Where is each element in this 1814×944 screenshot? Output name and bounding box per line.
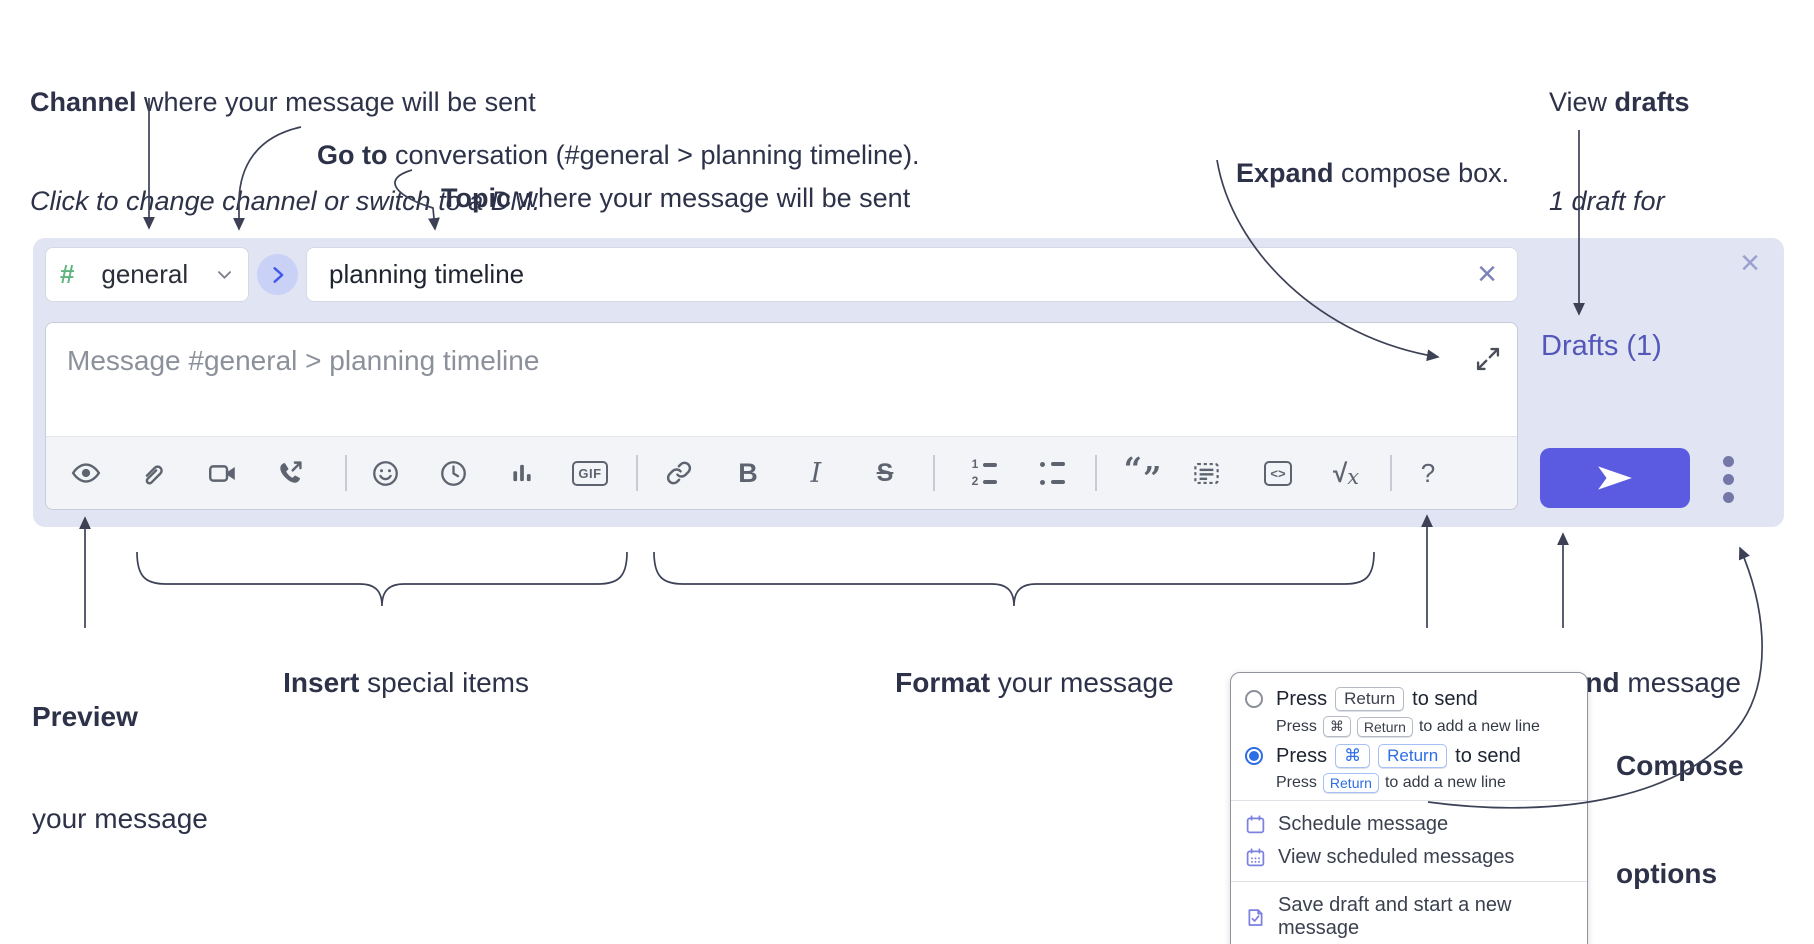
- drafts-callout-line2: 1 draft for: [1549, 186, 1665, 216]
- gif-icon: GIF: [572, 460, 608, 486]
- return-key: Return: [1335, 687, 1405, 711]
- toolbar-separator: [636, 455, 638, 491]
- math-button[interactable]: √x: [1324, 444, 1368, 502]
- preview-callout: Preview your message: [32, 701, 208, 834]
- message-box: Message #general > planning timeline: [45, 322, 1518, 510]
- toolbar-separator: [933, 455, 935, 491]
- toolbar-separator: [1095, 455, 1097, 491]
- preview-button[interactable]: [64, 444, 108, 502]
- drafts-callout-line1: View drafts: [1549, 87, 1690, 117]
- goto-callout: Go to conversation (#general > planning …: [317, 140, 920, 170]
- topic-input[interactable]: [306, 247, 1518, 302]
- menu-divider: [1231, 800, 1587, 801]
- channel-name: general: [101, 259, 189, 289]
- formatting-help-button[interactable]: ?: [1406, 444, 1450, 502]
- math-icon: √x: [1332, 457, 1360, 489]
- code-icon: <>: [1264, 460, 1292, 486]
- bold-button[interactable]: B: [726, 444, 770, 502]
- smiley-icon: [372, 460, 398, 486]
- menu-item-save-draft-new-message[interactable]: Save draft and start a new message: [1245, 889, 1573, 944]
- menu-item-schedule-message[interactable]: Schedule message: [1245, 808, 1573, 841]
- cmd-key: ⌘: [1322, 716, 1351, 737]
- go-to-conversation-button[interactable]: [257, 254, 298, 295]
- quote-icon: “”: [1123, 449, 1162, 497]
- eye-icon: [71, 463, 101, 483]
- spoiler-icon: [1193, 462, 1219, 484]
- menu-option-cmd-return-subtext: Press Return to add a new line: [1276, 773, 1506, 793]
- radio-selected[interactable]: [1245, 747, 1263, 765]
- expand-compose-button[interactable]: [1473, 345, 1503, 375]
- chevron-down-icon: [218, 271, 231, 279]
- bold-icon: B: [738, 457, 758, 488]
- video-camera-icon: [208, 464, 235, 482]
- link-button[interactable]: [657, 444, 701, 502]
- send-icon: [1598, 466, 1632, 490]
- attach-file-button[interactable]: [129, 444, 173, 502]
- add-poll-button[interactable]: [500, 444, 544, 502]
- draft-document-icon: [1248, 908, 1263, 926]
- compose-toolbar: GIF B I S: [46, 436, 1517, 509]
- question-mark-icon: ?: [1420, 457, 1436, 488]
- format-callout: Format your message: [895, 667, 1174, 698]
- message-input[interactable]: Message #general > planning timeline: [67, 345, 540, 376]
- return-key: Return: [1378, 744, 1448, 768]
- expand-callout: Expand compose box.: [1236, 158, 1510, 188]
- italic-icon: I: [810, 457, 822, 489]
- return-key: Return: [1322, 773, 1379, 793]
- toolbar-separator: [345, 455, 347, 491]
- calendar-icon: [1246, 815, 1265, 834]
- send-button[interactable]: [1540, 448, 1690, 508]
- menu-option-return-to-send[interactable]: Press Return to send Press ⌘ Return to a…: [1245, 687, 1573, 737]
- paperclip-icon: [145, 464, 163, 484]
- audio-call-button[interactable]: [268, 444, 312, 502]
- topic-clear-button[interactable]: ×: [1465, 251, 1509, 297]
- insert-brace: [136, 551, 628, 607]
- cmd-key: ⌘: [1335, 744, 1371, 768]
- menu-divider: [1231, 881, 1587, 882]
- compose-box: # general × × Message #general > plannin…: [33, 238, 1784, 527]
- return-key: Return: [1356, 716, 1413, 737]
- numbered-list-icon: 1 2: [971, 458, 997, 487]
- menu-option-cmd-return-to-send[interactable]: Press ⌘ Return to send Press Return to a…: [1245, 744, 1573, 793]
- spoiler-button[interactable]: [1184, 444, 1228, 502]
- format-brace: [653, 551, 1375, 607]
- toolbar-separator: [1390, 455, 1392, 491]
- bar-chart-icon: [513, 464, 531, 482]
- menu-option-return-subtext: Press ⌘ Return to add a new line: [1276, 716, 1540, 737]
- drafts-link[interactable]: Drafts (1): [1541, 330, 1662, 362]
- chevron-right-icon: [272, 266, 283, 283]
- kebab-icon: [1722, 455, 1734, 467]
- code-button[interactable]: <>: [1256, 444, 1300, 502]
- numbered-list-button[interactable]: 1 2: [962, 444, 1006, 502]
- channel-hash-icon: #: [60, 259, 75, 289]
- close-compose-button[interactable]: ×: [1727, 240, 1773, 286]
- menu-item-view-scheduled-messages[interactable]: View scheduled messages: [1245, 841, 1573, 874]
- bulleted-list-button[interactable]: [1030, 444, 1074, 502]
- quote-button[interactable]: “”: [1120, 444, 1164, 502]
- video-call-button[interactable]: [200, 444, 244, 502]
- italic-button[interactable]: I: [794, 444, 838, 502]
- calendar-grid-icon: [1246, 848, 1265, 867]
- strikethrough-icon: S: [876, 458, 894, 487]
- topic-callout: Topic where your message will be sent: [441, 183, 911, 213]
- insert-callout: Insert special items: [283, 667, 529, 698]
- strikethrough-button[interactable]: S: [863, 444, 907, 502]
- radio-unselected[interactable]: [1245, 690, 1263, 708]
- channel-callout-line1: Channel where your message will be sent: [30, 87, 536, 117]
- phone-call-icon: [279, 460, 302, 483]
- bulleted-list-icon: [1039, 459, 1065, 488]
- link-icon: [666, 461, 692, 485]
- channel-callout: Channel where your message will be sent …: [30, 20, 540, 284]
- compose-options-callout: Compose options menu: [1616, 750, 1744, 889]
- clock-icon: [440, 460, 466, 486]
- emoji-button[interactable]: [363, 444, 407, 502]
- add-gif-button[interactable]: GIF: [568, 444, 612, 502]
- compose-options-menu: Press Return to send Press ⌘ Return to a…: [1230, 672, 1588, 944]
- compose-options-menu-button[interactable]: [1706, 450, 1750, 508]
- channel-selector[interactable]: # general: [45, 247, 249, 302]
- add-global-time-button[interactable]: [431, 444, 475, 502]
- expand-icon: [1476, 347, 1500, 371]
